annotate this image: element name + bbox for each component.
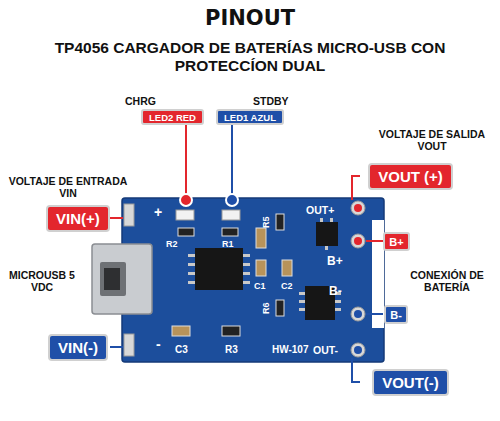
silkscreen-text: R2	[166, 239, 178, 249]
pin-name: B-	[390, 309, 402, 321]
subtitle: TP4056 CARGADOR DE BATERÍAS MICRO-USB CO…	[50, 39, 450, 75]
pin-callout: VOUT(-)	[372, 369, 449, 396]
silkscreen-text: R5	[261, 216, 271, 228]
pin-name: LED1 AZUL	[224, 112, 276, 123]
pin-name: VOUT (+)	[378, 168, 443, 185]
silkscreen-text: B+	[327, 255, 343, 269]
section-label: VOLTAJE DE ENTRADA VIN	[2, 175, 134, 199]
edge-pads	[351, 201, 384, 357]
section-label: VOLTAJE DE SALIDA VOUT	[368, 128, 496, 152]
silkscreen-text: R6	[261, 302, 271, 314]
pin-callout: LED1 AZUL	[216, 109, 284, 125]
silkscreen-text: HW-107	[272, 344, 308, 356]
silkscreen-text: -	[156, 336, 161, 352]
silkscreen-text: +	[154, 204, 162, 220]
mosfet-chip	[316, 218, 338, 250]
silkscreen-text: OUT-	[313, 344, 338, 356]
silkscreen-text: R3	[225, 344, 238, 356]
silkscreen-text: B-	[329, 285, 342, 299]
pin-label: STDBY	[253, 95, 289, 107]
pin-name: LED2 RED	[149, 112, 196, 123]
pin-name: VIN(-)	[58, 339, 98, 356]
passive-components	[172, 214, 292, 336]
leader-lines	[110, 125, 383, 382]
pin-name: VOUT(-)	[382, 374, 439, 391]
pin-name: B+	[389, 236, 403, 248]
protection-chip	[299, 286, 341, 320]
pin-callout: LED2 RED	[141, 109, 204, 125]
silkscreen-text: C2	[281, 281, 293, 291]
pin-callout: VOUT (+)	[368, 163, 453, 190]
micro-usb-connector	[92, 244, 152, 314]
pcb-board	[122, 198, 384, 362]
pin-callout: B-	[384, 305, 408, 324]
section-label: MICROUSB 5 VDC	[4, 269, 80, 293]
pin-label: CHRG	[125, 95, 156, 107]
silkscreen-text: C1	[254, 281, 266, 291]
silkscreen-text: R1	[222, 239, 234, 249]
tp4056-chip	[188, 248, 250, 290]
pin-callout: VIN(+)	[46, 205, 110, 232]
led-markers	[180, 194, 238, 206]
leds	[176, 210, 240, 220]
silkscreen-text: OUT+	[306, 204, 334, 216]
silkscreen-text: C3	[175, 344, 188, 356]
title: PINOUT	[205, 6, 295, 30]
pin-callout: VIN(-)	[48, 334, 108, 361]
pin-name: VIN(+)	[56, 210, 100, 227]
section-label: CONEXIÓN DE BATERÍA	[403, 269, 491, 293]
pin-callout: B+	[383, 232, 410, 251]
